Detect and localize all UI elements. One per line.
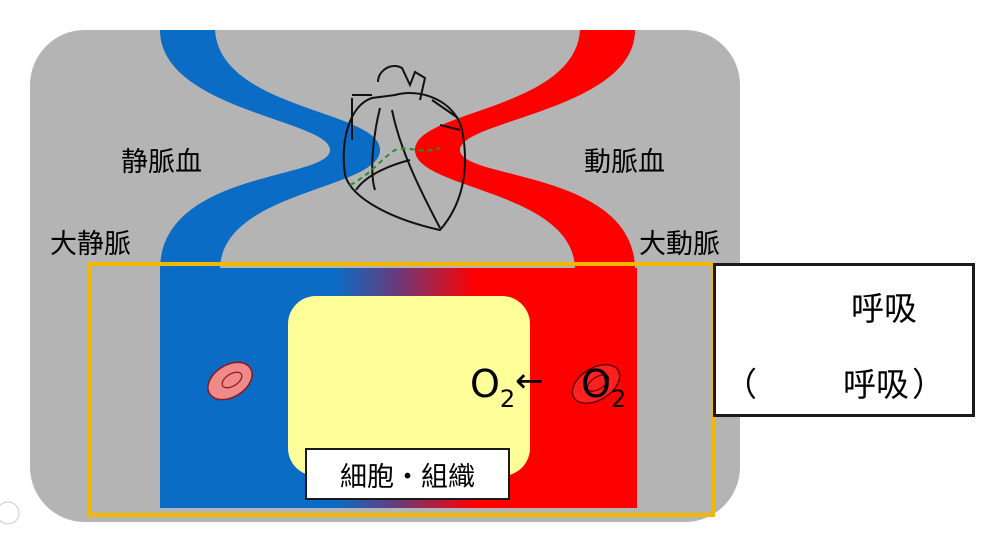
vena-cava-vessel: [160, 30, 380, 270]
coronary-artery: [349, 147, 441, 186]
venous-blood-label: 静脈血: [121, 147, 202, 178]
respiration-line2: 呼吸: [843, 365, 909, 404]
red-blood-cell-venous-icon: [207, 361, 253, 401]
red-blood-cell-arterial-icon: [571, 363, 621, 405]
respiration-paren-close: ）: [912, 365, 945, 404]
o2-blood-label: O2: [581, 362, 627, 413]
aorta-vessel: [415, 30, 635, 270]
respiration-paren-open: （: [724, 365, 757, 404]
cells-tissue-label: 細胞・組織: [305, 448, 510, 500]
o2-cell-label: O2: [470, 362, 516, 413]
o2-diffusion-arrow-icon: ←: [515, 361, 544, 401]
respiration-answer-box: 呼吸 （ 呼吸 ）: [713, 263, 975, 417]
heart-icon: [342, 64, 467, 232]
cells-tissue-text: 細胞・組織: [340, 461, 475, 493]
aorta-label: 大動脈: [639, 229, 720, 260]
slide-indicator-icon[interactable]: [0, 501, 20, 525]
respiration-line1: 呼吸: [851, 289, 917, 328]
vena-cava-label: 大静脈: [50, 229, 131, 260]
arterial-blood-label: 動脈血: [584, 147, 665, 178]
tissue-cells-area: [288, 296, 530, 476]
